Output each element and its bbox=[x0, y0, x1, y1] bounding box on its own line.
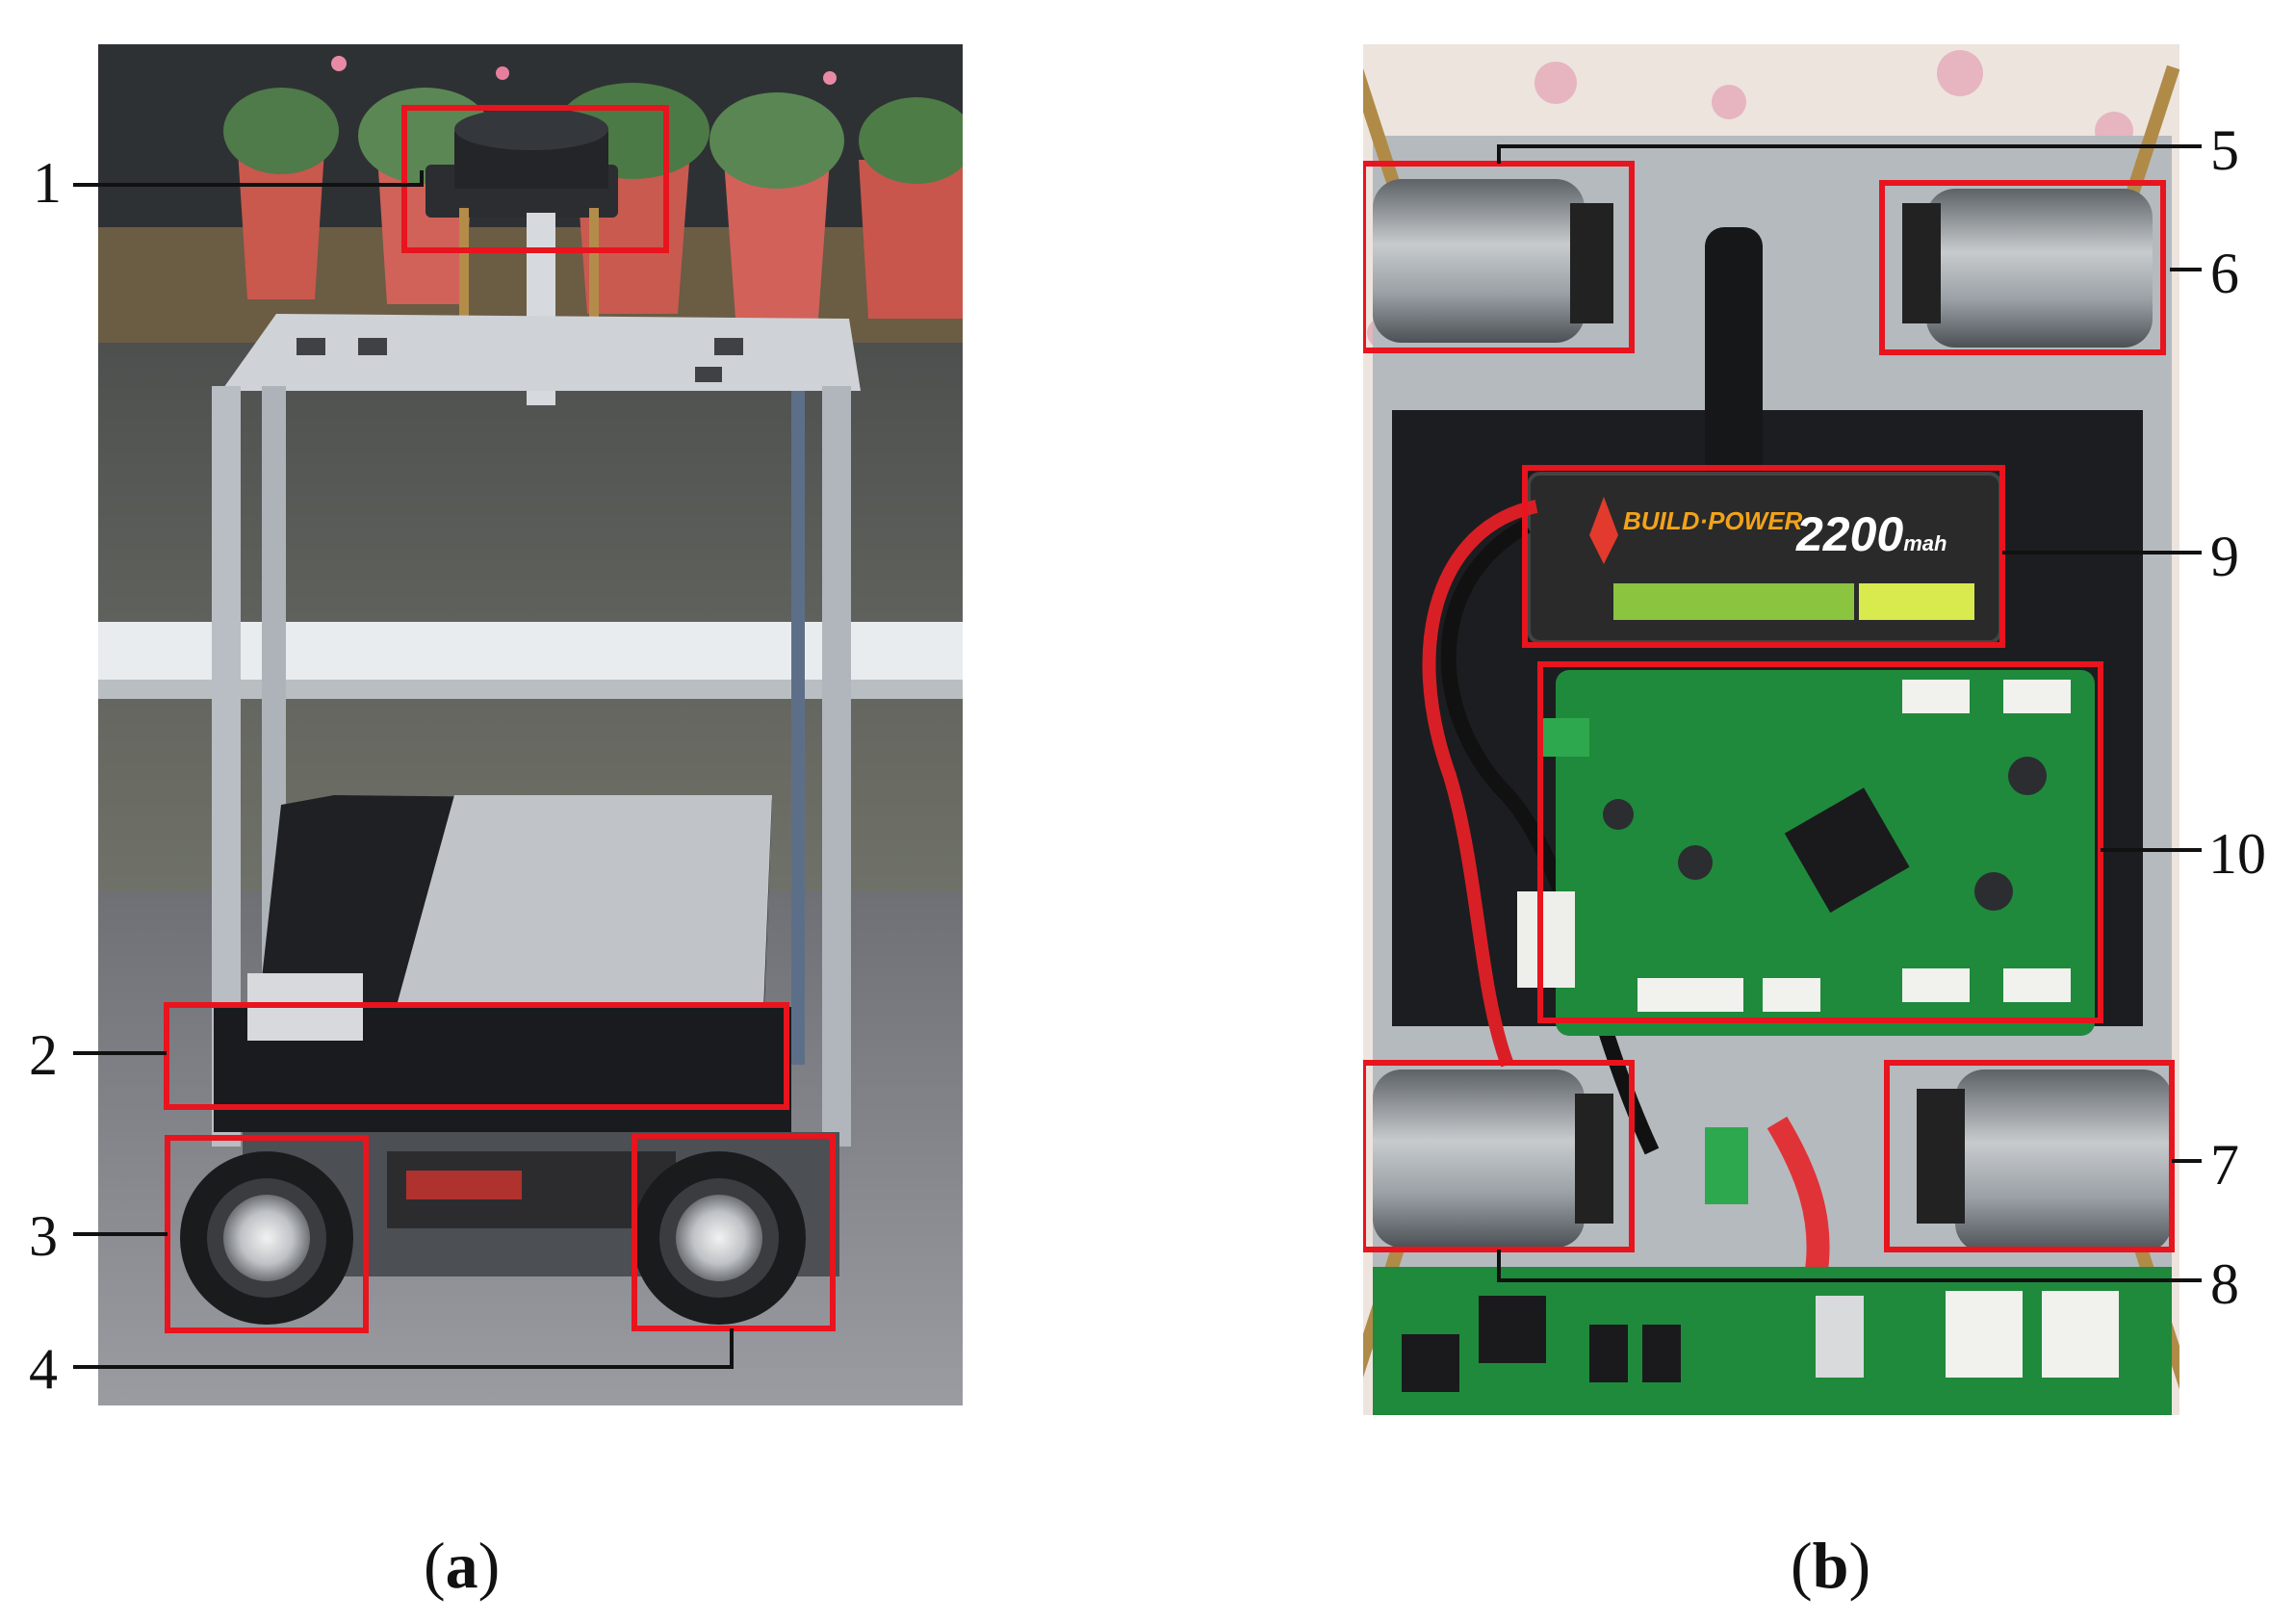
battery-pack bbox=[1527, 472, 2002, 644]
laptop bbox=[214, 795, 791, 1132]
caption-a-open: ( bbox=[424, 1529, 446, 1602]
callout-number-1: 1 bbox=[33, 151, 62, 215]
highlight-box-6 bbox=[1879, 180, 2166, 355]
caption-b-letter: b bbox=[1812, 1529, 1849, 1602]
highlight-box-9 bbox=[1522, 465, 2005, 648]
electronics-photo bbox=[1363, 44, 2179, 1415]
highlight-box-5 bbox=[1363, 161, 1635, 353]
callout-number-8: 8 bbox=[2210, 1252, 2239, 1316]
aluminum-frame bbox=[212, 314, 861, 1147]
highlight-box-10 bbox=[1537, 661, 2103, 1023]
caption-a: (a) bbox=[424, 1533, 500, 1598]
callout-number-9: 9 bbox=[2210, 525, 2239, 588]
lidar-sensor bbox=[425, 108, 618, 405]
motor-top-left bbox=[1373, 179, 1613, 343]
mecanum-wheel-left bbox=[180, 1151, 353, 1325]
robot-photo bbox=[98, 44, 963, 1405]
photo-panel-a bbox=[98, 44, 963, 1405]
caption-b-close: ) bbox=[1848, 1529, 1871, 1602]
callout-number-3: 3 bbox=[29, 1204, 58, 1268]
control-board bbox=[1517, 670, 2095, 1036]
mecanum-wheel-right bbox=[632, 1151, 806, 1325]
callout-number-4: 4 bbox=[29, 1337, 58, 1401]
motor-top-right bbox=[1902, 189, 2153, 348]
connector-board bbox=[1373, 1127, 2172, 1415]
caption-a-close: ) bbox=[477, 1529, 501, 1602]
callout-number-2: 2 bbox=[29, 1023, 58, 1087]
battery-capacity-label: 2200mah bbox=[1796, 506, 1947, 562]
callout-number-6: 6 bbox=[2210, 242, 2239, 305]
caption-b: (b) bbox=[1791, 1533, 1870, 1598]
caption-b-open: ( bbox=[1791, 1529, 1813, 1602]
callout-number-7: 7 bbox=[2210, 1133, 2239, 1197]
callout-number-5: 5 bbox=[2210, 118, 2239, 182]
battery-capacity-value: 2200 bbox=[1796, 507, 1904, 561]
motor-bottom-left bbox=[1373, 1070, 1613, 1248]
battery-capacity-unit: mah bbox=[1903, 531, 1947, 555]
highlight-box-4 bbox=[632, 1133, 836, 1331]
photo-panel-b: BUILD·POWER 2200mah bbox=[1363, 44, 2179, 1415]
caption-a-letter: a bbox=[445, 1529, 478, 1602]
motor-bottom-right bbox=[1917, 1070, 2172, 1252]
highlight-box-2 bbox=[164, 1002, 789, 1110]
callout-number-10: 10 bbox=[2208, 822, 2266, 886]
battery-brand-label: BUILD·POWER bbox=[1623, 506, 1803, 535]
